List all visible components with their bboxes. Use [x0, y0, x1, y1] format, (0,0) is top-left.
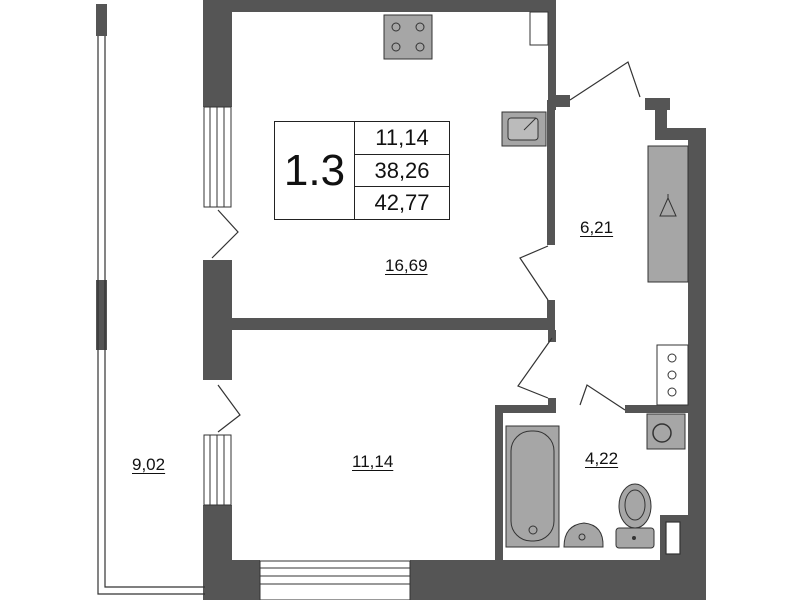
- toilet-icon: [615, 483, 655, 549]
- living-area: 11,14: [355, 122, 449, 155]
- total-area-with-balcony: 42,77: [374, 190, 430, 216]
- doors: [211, 61, 641, 433]
- bathtub-icon: [505, 425, 560, 548]
- balcony-outline: [97, 36, 681, 595]
- room-area-hallway: 6,21: [580, 218, 614, 237]
- kitchen-sink-icon: [501, 111, 547, 147]
- room-area-kitchen-living: 16,69: [385, 256, 428, 275]
- cabinet: [529, 11, 549, 46]
- apartment-info-table: 1.3 11,14 38,26 42,77: [274, 121, 450, 220]
- washbasin-icon: [563, 522, 604, 548]
- room-area-balcony: 9,02: [132, 455, 166, 474]
- windows: [203, 106, 411, 600]
- room-area-bathroom: 4,22: [585, 449, 619, 468]
- walls: [96, 0, 706, 600]
- wardrobe-icon: [647, 145, 689, 283]
- room-area-bedroom: 11,14: [352, 452, 394, 471]
- total-area: 38,26: [355, 155, 449, 188]
- electric-panel-icon: [656, 344, 689, 406]
- stove-icon: [383, 14, 433, 60]
- washing-machine-icon: [646, 413, 686, 450]
- apartment-number: 1.3: [275, 122, 355, 219]
